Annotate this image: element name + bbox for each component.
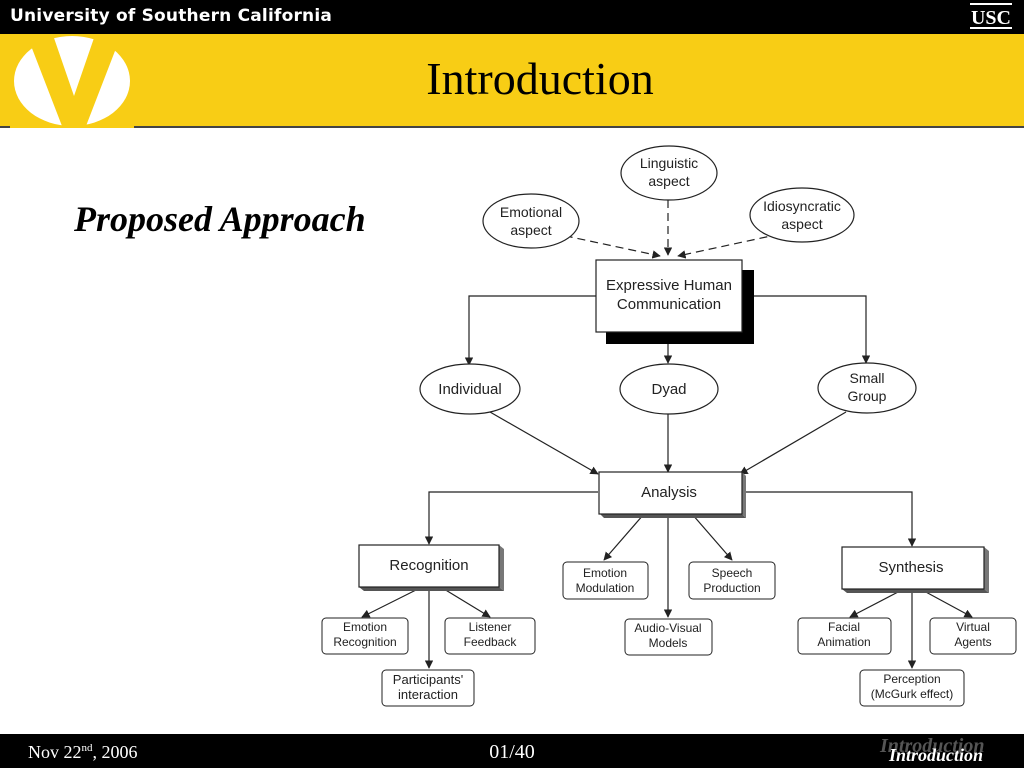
speech-production-label-2: Production <box>703 581 760 595</box>
individual-node: Individual <box>419 363 521 415</box>
virtual-agents-node: Virtual Agents <box>929 617 1017 655</box>
participants-label-2: interaction <box>398 687 458 702</box>
perception-label-1: Perception <box>883 672 940 686</box>
page-number: 01/40 <box>489 741 535 763</box>
speech-production-label-1: Speech <box>712 566 753 580</box>
section-label-shadow: Introduction <box>880 735 985 757</box>
emotional-label-1: Emotional <box>500 204 562 220</box>
date-main: Nov 22 <box>28 742 82 762</box>
virtual-agents-label-1: Virtual <box>956 620 990 634</box>
facial-animation-node: Facial Animation <box>797 617 892 655</box>
listener-feedback-label-1: Listener <box>469 620 512 634</box>
perception-label-2: (McGurk effect) <box>871 687 953 701</box>
analysis-node: Analysis <box>598 471 746 518</box>
emotion-modulation-node: Emotion Modulation <box>562 561 649 600</box>
approach-diagram: Linguistic aspect Emotional aspect Idios… <box>321 145 1017 707</box>
small-group-node: Small Group <box>817 362 917 414</box>
idiosyncratic-aspect-node: Idiosyncratic aspect <box>749 187 855 243</box>
listener-feedback-label-2: Feedback <box>464 635 518 649</box>
expressive-communication-node: Expressive Human Communication <box>595 259 754 344</box>
linguistic-label-1: Linguistic <box>640 155 698 171</box>
audio-visual-label-2: Models <box>649 636 688 650</box>
facial-animation-label-2: Animation <box>817 635 870 649</box>
section-label: Introduction <box>889 745 984 765</box>
usc-logo: USC <box>970 3 1012 29</box>
dyad-node: Dyad <box>619 363 719 415</box>
linguistic-label-2: aspect <box>648 173 689 189</box>
individual-label: Individual <box>438 381 501 398</box>
date-year: , 2006 <box>92 742 138 762</box>
participants-interaction-node: Participants' interaction <box>381 669 475 707</box>
emotional-aspect-node: Emotional aspect <box>482 193 580 249</box>
emotion-recognition-node: Emotion Recognition <box>321 617 409 655</box>
small-group-label-2: Group <box>848 388 887 404</box>
audio-visual-label-1: Audio-Visual <box>634 621 701 635</box>
emotion-recognition-label-1: Emotion <box>343 620 387 634</box>
university-name: University of Southern California <box>10 6 333 26</box>
synthesis-label: Synthesis <box>878 559 943 576</box>
idiosyncratic-label-1: Idiosyncratic <box>763 198 841 214</box>
footer-date: Nov 22nd, 2006 <box>28 742 138 763</box>
emotion-modulation-label-2: Modulation <box>576 581 635 595</box>
idiosyncratic-label-2: aspect <box>781 216 822 232</box>
emotional-label-2: aspect <box>510 222 551 238</box>
listener-feedback-node: Listener Feedback <box>444 617 536 655</box>
title-band <box>0 34 1024 128</box>
emotion-recognition-label-2: Recognition <box>333 635 396 649</box>
virtual-agents-label-2: Agents <box>954 635 991 649</box>
audio-visual-models-node: Audio-Visual Models <box>624 618 713 656</box>
linguistic-aspect-node: Linguistic aspect <box>620 145 718 201</box>
emotion-modulation-label-1: Emotion <box>583 566 627 580</box>
dyad-label: Dyad <box>651 381 686 398</box>
date-suffix-sup: nd <box>81 742 93 754</box>
footer-bar: Nov 22nd, 2006 01/40 Introduction Introd… <box>0 734 1024 768</box>
facial-animation-label-1: Facial <box>828 620 860 634</box>
central-label-1: Expressive Human <box>606 277 732 294</box>
recognition-label: Recognition <box>389 557 468 574</box>
central-label-2: Communication <box>617 296 721 313</box>
speech-production-node: Speech Production <box>688 561 776 600</box>
participants-label-1: Participants' <box>393 672 463 687</box>
perception-node: Perception (McGurk effect) <box>859 669 965 707</box>
slide-title: Introduction <box>426 53 654 104</box>
slide-subtitle: Proposed Approach <box>74 199 366 239</box>
synthesis-node: Synthesis <box>841 546 989 593</box>
top-bar: University of Southern California USC <box>0 0 1024 34</box>
recognition-node: Recognition <box>358 544 504 591</box>
small-group-label-1: Small <box>849 370 884 386</box>
analysis-label: Analysis <box>641 484 697 501</box>
v-logo-icon <box>10 34 134 128</box>
